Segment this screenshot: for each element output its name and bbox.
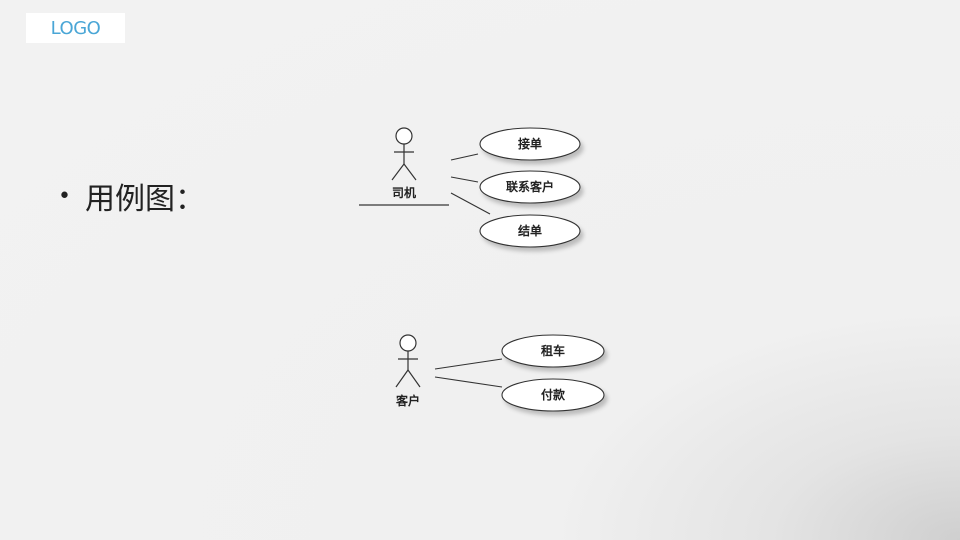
usecase-close-order: 结单 — [479, 214, 581, 248]
usecase-payment: 付款 — [501, 378, 605, 412]
heading-row: • 用例图： — [58, 174, 205, 218]
bullet-icon: • — [58, 183, 71, 209]
actor-customer — [395, 334, 421, 388]
assoc-customer-pay — [434, 376, 503, 388]
usecase-payment-label: 付款 — [541, 387, 566, 402]
usecase-accept-order: 接单 — [479, 127, 581, 161]
usecase-contact-customer: 联系客户 — [479, 170, 581, 204]
usecase-accept-order-label: 接单 — [518, 136, 542, 151]
usecase-contact-customer-label: 联系客户 — [506, 179, 554, 194]
assoc-driver-contact — [450, 176, 479, 183]
driver-associations — [450, 153, 491, 215]
assoc-customer-rent — [434, 358, 503, 370]
logo: LOGO — [26, 13, 125, 43]
actor-driver — [391, 127, 417, 181]
slide-heading: 用例图： — [84, 182, 205, 217]
usecase-close-order-label: 结单 — [518, 223, 542, 238]
assoc-driver-accept — [450, 153, 479, 161]
customer-associations — [434, 358, 503, 388]
actor-customer-head-icon — [399, 334, 417, 352]
actor-driver-label: 司机 — [392, 185, 416, 200]
usecase-rent-car: 租车 — [501, 334, 605, 368]
assoc-driver-close — [450, 192, 491, 215]
usecase-rent-car-label: 租车 — [541, 343, 565, 358]
actor-driver-head-icon — [395, 127, 413, 145]
actor-customer-label: 客户 — [395, 393, 420, 408]
